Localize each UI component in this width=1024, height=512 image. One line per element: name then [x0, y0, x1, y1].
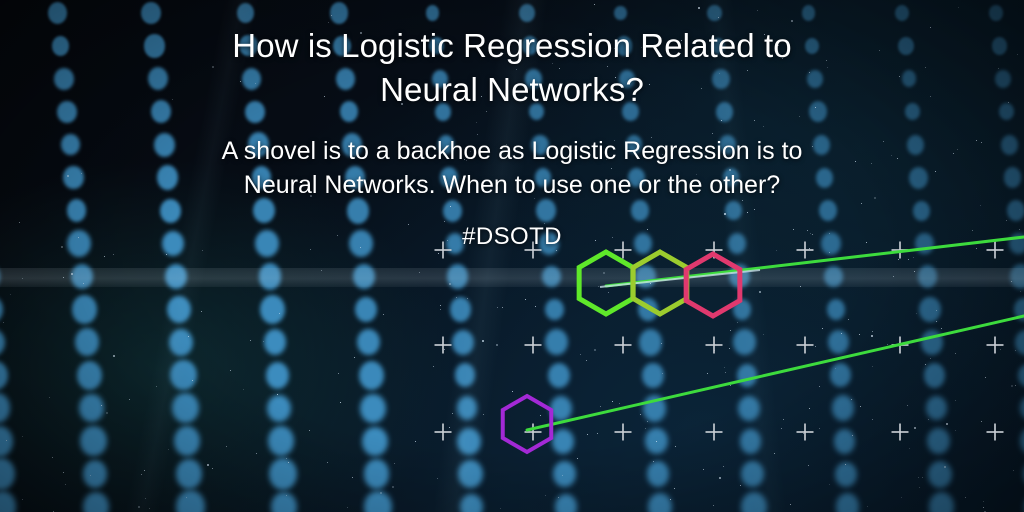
- crosshair-icon: [434, 241, 452, 259]
- title-line-2: Neural Networks?: [380, 70, 644, 108]
- translucent-light-band: [0, 268, 1024, 287]
- crosshair-icon: [614, 423, 632, 441]
- line-highlight-ray: [599, 269, 761, 288]
- title-line-1: How is Logistic Regression Related to: [232, 27, 792, 64]
- crosshair-icon: [796, 241, 814, 259]
- hexagon-purple: [500, 393, 554, 455]
- text-block: How is Logistic Regression Related to Ne…: [0, 0, 1024, 251]
- crosshair-icon: [796, 423, 814, 441]
- line-lower-green: [525, 314, 1024, 432]
- crosshair-icon: [986, 241, 1004, 259]
- line-upper-green: [604, 235, 1024, 288]
- crosshair-icon: [986, 423, 1004, 441]
- crosshair-icon: [434, 423, 452, 441]
- crosshair-icon: [524, 336, 542, 354]
- crosshair-icon: [614, 241, 632, 259]
- hexagon-group: [500, 249, 743, 455]
- subtitle-line-2: Neural Networks. When to use one or the …: [243, 171, 781, 200]
- crosshair-icon: [524, 423, 542, 441]
- crosshair-icon: [524, 241, 542, 259]
- crosshair-icon: [614, 336, 632, 354]
- hashtag-label: #DSOTD: [462, 222, 562, 250]
- page-title: How is Logistic Regression Related to Ne…: [0, 0, 1024, 112]
- crosshair-icon: [986, 336, 1004, 354]
- subtitle-line-1: A shovel is to a backhoe as Logistic Reg…: [221, 136, 803, 165]
- page-subtitle: A shovel is to a backhoe as Logistic Reg…: [0, 112, 1024, 203]
- crosshair-icon: [705, 336, 723, 354]
- crosshair-icon: [434, 336, 452, 354]
- hexagon-pink: [683, 251, 743, 319]
- crosshair-icon: [705, 423, 723, 441]
- green-line-group: [525, 235, 1024, 432]
- crosshair-icon: [891, 423, 909, 441]
- crosshair-icon: [796, 336, 814, 354]
